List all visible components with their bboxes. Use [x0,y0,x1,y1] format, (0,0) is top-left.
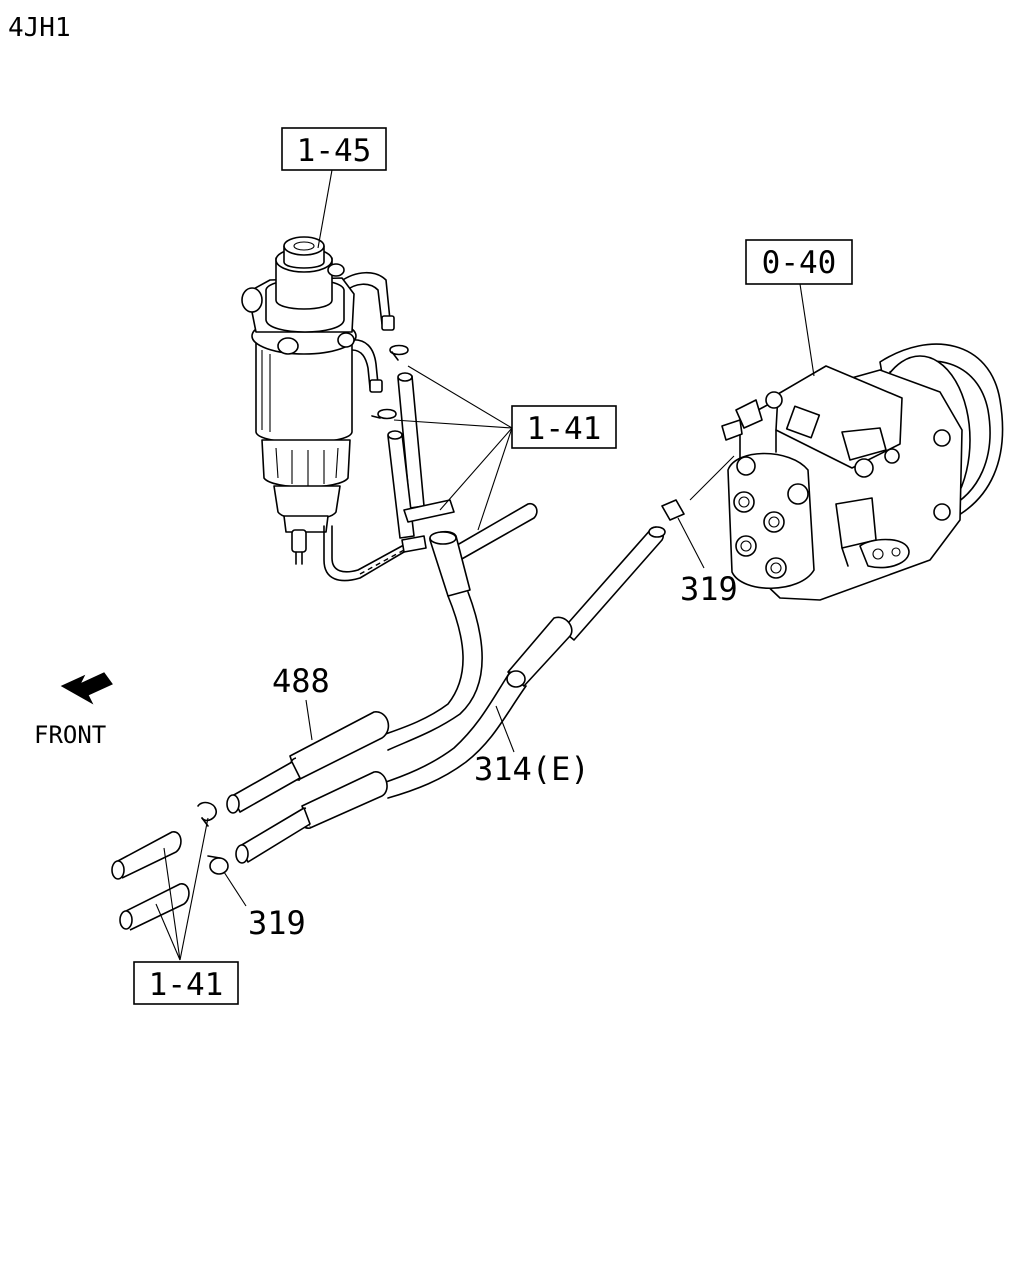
callout-pump-ref: 0-40 [745,239,853,285]
filter-hoses [371,344,538,597]
label-clip-lower: 319 [248,904,306,942]
callout-hose-ref-lower-text: 1-41 [149,967,224,1003]
callout-hose-ref-upper: 1-41 [511,405,617,449]
injection-pump [661,343,1004,601]
label-pipe-feed: 488 [272,662,330,700]
callout-filter-ref: 1-45 [281,127,387,171]
callout-filter-ref-text: 1-45 [297,133,372,169]
fuel-filter-assembly [241,236,405,582]
lower-hoses [111,801,229,931]
callout-pump-ref-text: 0-40 [762,245,837,281]
pipe-314e [235,526,666,864]
pipe-488 [226,591,483,814]
leader-lines [155,169,815,961]
front-arrow-icon [60,672,113,705]
label-clip-upper: 319 [680,570,738,608]
callout-hose-ref-upper-text: 1-41 [527,411,602,447]
label-pipe-return: 314(E) [474,750,590,788]
front-label: FRONT [34,721,106,749]
callout-hose-ref-lower: 1-41 [133,961,239,1005]
engine-code-label: 4JH1 [8,13,71,43]
